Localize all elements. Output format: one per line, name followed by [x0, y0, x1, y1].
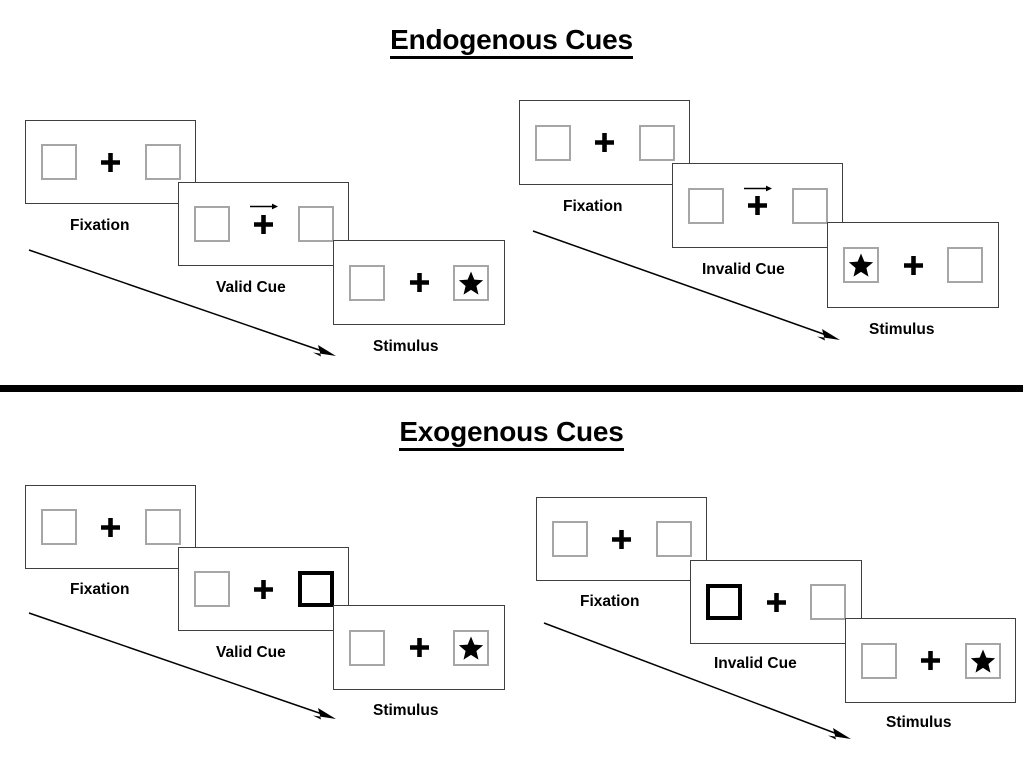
placeholder-box-left: [40, 509, 77, 545]
frame-exogenous-valid-fixation: [25, 485, 196, 569]
center-column: [244, 203, 284, 244]
time-flow-arrow-exogenous-valid: [28, 612, 336, 720]
frame-content: [687, 185, 828, 226]
stage-label-stimulus: Stimulus: [886, 714, 952, 731]
frame-endogenous-invalid-fixation: [519, 100, 690, 185]
stage-label-fixation: Fixation: [70, 581, 130, 598]
fixation-cross-icon: [748, 196, 767, 215]
placeholder-box-left: [551, 521, 588, 557]
time-flow-arrow-exogenous-invalid: [543, 622, 851, 740]
frame-content: [349, 263, 489, 303]
cue-box-left-highlighted: [706, 584, 742, 620]
placeholder-box-right: [947, 247, 983, 283]
cue-box-right-highlighted: [297, 571, 334, 607]
time-flow-arrow-endogenous-valid: [28, 249, 336, 357]
center-column: [399, 628, 439, 668]
frame-endogenous-invalid-cue: [672, 163, 843, 248]
stage-label-fixation: Fixation: [563, 198, 623, 215]
placeholder-box-right: [144, 509, 181, 545]
frame-endogenous-valid-cue: [178, 182, 349, 266]
frame-content: [843, 245, 983, 285]
frame-exogenous-invalid-stimulus: [845, 618, 1016, 703]
frame-content: [706, 582, 846, 622]
fixation-cross-icon: [409, 638, 429, 657]
frame-content: [534, 123, 675, 163]
center-column: [602, 519, 642, 559]
stage-label-stimulus: Stimulus: [869, 321, 935, 338]
placeholder-box-left-with-target: [843, 247, 879, 283]
frame-content: [349, 628, 489, 668]
fixation-cross-icon: [254, 579, 273, 599]
fixation-cross-icon: [903, 255, 923, 275]
stage-label-fixation: Fixation: [70, 217, 130, 234]
center-column: [399, 263, 439, 303]
placeholder-box-left: [349, 264, 385, 301]
placeholder-box-right: [810, 584, 846, 620]
placeholder-box-right: [791, 187, 828, 224]
frame-content: [860, 641, 1001, 681]
center-column: [738, 185, 778, 226]
stage-label-valid-cue: Valid Cue: [216, 279, 286, 296]
star-target-icon: [970, 649, 995, 673]
placeholder-box-right-with-target: [453, 629, 489, 666]
star-target-icon: [458, 271, 484, 295]
center-column: [911, 641, 951, 681]
arrow-right-cue-icon: [249, 203, 278, 210]
fixation-cross-icon: [409, 273, 429, 292]
fixation-cross-icon: [101, 152, 120, 172]
placeholder-box-left: [860, 642, 897, 679]
frame-content: [40, 142, 181, 182]
placeholder-box-left: [349, 629, 385, 666]
frame-exogenous-invalid-fixation: [536, 497, 707, 581]
section-title-endogenous-text: Endogenous Cues: [390, 24, 633, 59]
section-title-endogenous: Endogenous Cues: [0, 24, 1023, 59]
center-column: [91, 507, 131, 547]
section-title-exogenous: Exogenous Cues: [0, 416, 1023, 451]
frame-content: [40, 507, 181, 547]
fixation-cross-icon: [612, 529, 631, 549]
fixation-cross-icon: [766, 592, 786, 612]
fixation-cross-icon: [254, 214, 273, 234]
placeholder-box-right: [144, 144, 181, 180]
center-column: [756, 582, 796, 622]
frame-exogenous-valid-stimulus: [333, 605, 505, 690]
frame-content: [193, 203, 334, 244]
stage-label-stimulus: Stimulus: [373, 702, 439, 719]
frame-content: [193, 569, 334, 609]
frame-endogenous-valid-fixation: [25, 120, 196, 204]
fixation-cross-icon: [101, 517, 120, 537]
placeholder-box-left: [193, 571, 230, 607]
center-column: [893, 245, 933, 285]
stage-label-invalid-cue: Invalid Cue: [702, 261, 785, 278]
frame-exogenous-invalid-cue: [690, 560, 862, 644]
frame-content: [551, 519, 692, 559]
arrow-right-cue-icon: [743, 185, 772, 191]
frame-endogenous-invalid-stimulus: [827, 222, 999, 308]
stage-label-invalid-cue: Invalid Cue: [714, 655, 797, 672]
star-target-icon: [458, 636, 484, 660]
star-target-icon: [848, 253, 874, 277]
stage-label-stimulus: Stimulus: [373, 338, 439, 355]
frame-exogenous-valid-cue: [178, 547, 349, 631]
placeholder-box-right: [655, 521, 692, 557]
placeholder-box-left: [534, 124, 571, 161]
placeholder-box-right: [638, 124, 675, 161]
section-title-exogenous-text: Exogenous Cues: [399, 416, 624, 451]
center-column: [91, 142, 131, 182]
fixation-cross-icon: [921, 651, 940, 670]
frame-endogenous-valid-stimulus: [333, 240, 505, 325]
fixation-cross-icon: [595, 133, 614, 152]
stage-label-valid-cue: Valid Cue: [216, 644, 286, 661]
placeholder-box-left: [193, 206, 230, 242]
placeholder-box-right-with-target: [964, 642, 1001, 679]
center-column: [585, 123, 625, 163]
time-flow-arrow-endogenous-invalid: [532, 230, 840, 341]
placeholder-box-right: [297, 206, 334, 242]
section-divider: [0, 385, 1023, 392]
placeholder-box-right-with-target: [453, 264, 489, 301]
placeholder-box-left: [687, 187, 724, 224]
stage-label-fixation: Fixation: [580, 593, 640, 610]
center-column: [244, 569, 284, 609]
placeholder-box-left: [40, 144, 77, 180]
